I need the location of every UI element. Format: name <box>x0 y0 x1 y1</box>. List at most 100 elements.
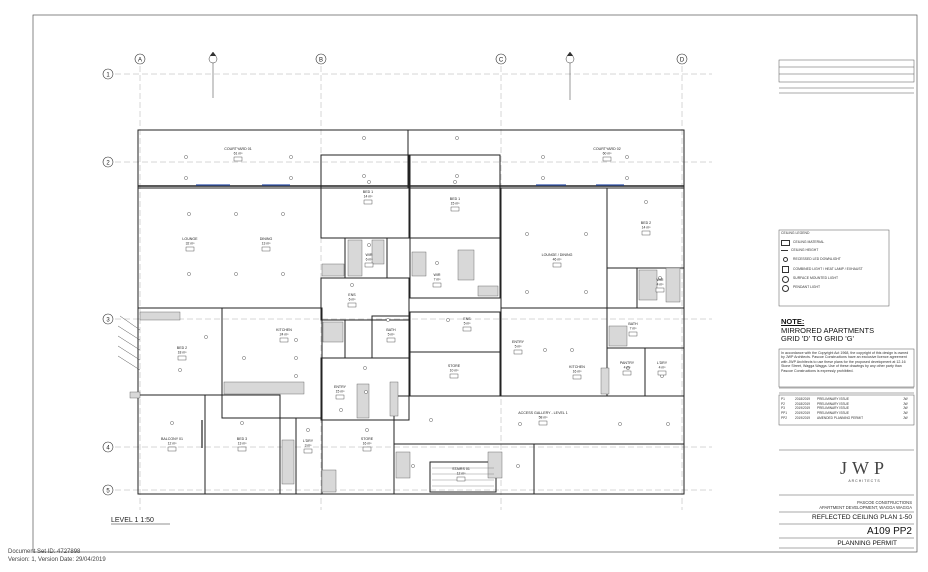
downlight-icon <box>339 408 343 412</box>
ceiling-tag <box>432 282 442 288</box>
downlight-icon <box>618 422 622 426</box>
room-name: WIR <box>366 253 373 257</box>
revision-desc: PRELIMINARY ISSUE <box>817 410 849 415</box>
grid-row-label: 4 <box>106 446 110 452</box>
revision-desc: PRELIMINARY ISSUE <box>817 401 849 406</box>
version-info: Version: 1, Version Date: 29/04/2019 <box>8 557 106 563</box>
room-area: 5 m² <box>464 322 472 326</box>
grid-column-label: B <box>319 58 323 64</box>
room-area: 15 m² <box>336 390 346 394</box>
revision-rev: P2 <box>781 401 785 406</box>
downlight-icon <box>666 422 670 426</box>
ceiling-tag <box>641 230 651 236</box>
grid-column-bubble <box>676 53 688 65</box>
ceiling-tag <box>538 420 548 426</box>
downlight-icon <box>294 338 298 342</box>
downlight-icon <box>178 368 182 372</box>
room-area: 4 m² <box>657 283 665 287</box>
downlight-icon <box>570 348 574 352</box>
downlight-icon <box>455 174 459 178</box>
room-name: COURTYARD 01 <box>224 147 251 151</box>
drawing-title: REFLECTED CEILING PLAN 1-50 <box>811 514 912 521</box>
grid-row-label: 3 <box>106 318 110 324</box>
downlight-icon <box>525 290 529 294</box>
revision-date: 2018/2019 <box>795 397 811 401</box>
light-fixtures <box>170 136 670 468</box>
downlight-icon <box>625 155 629 159</box>
pendant-light-icon <box>782 284 789 292</box>
downlight-icon <box>364 390 368 394</box>
room-name: LOUNGE <box>182 237 198 241</box>
room-area: 5 m² <box>388 333 396 337</box>
ceiling-tag <box>450 206 460 212</box>
downlight-icon <box>435 261 439 265</box>
room-name: BED 1 <box>363 190 373 194</box>
room-area: 32 m² <box>186 242 196 246</box>
ceiling-height-icon <box>781 250 788 252</box>
section-marker-icon <box>208 54 218 64</box>
downlight-icon <box>541 155 545 159</box>
room-area: 6 m² <box>366 258 374 262</box>
downlight-icon <box>240 421 244 425</box>
hatched-areas <box>129 239 681 493</box>
ceiling-tag <box>572 374 582 380</box>
room-area: 4 m² <box>624 366 632 370</box>
room-name: L'DRY <box>303 439 314 443</box>
project-name: APARTMENT DEVELOPMENT, WAGGA WAGGA <box>819 505 912 510</box>
ceiling-tag <box>655 287 665 293</box>
downlight-icon <box>289 155 293 159</box>
ceiling-tag <box>602 156 612 162</box>
ceiling-tag <box>628 331 638 337</box>
revision-desc: PRELIMINARY ISSUE <box>817 406 849 411</box>
room-name: COURTYARD 02 <box>593 147 620 151</box>
downlight-icon <box>204 335 208 339</box>
downlight-icon <box>306 428 310 432</box>
room-area: 18 m² <box>178 351 188 355</box>
revision-rev: PP1 <box>781 410 788 415</box>
room-area: 61 m² <box>234 152 244 156</box>
grid-column-label: D <box>680 58 685 64</box>
downlight-icon <box>294 374 298 378</box>
downlight-icon <box>234 212 238 216</box>
grid-column-label: A <box>138 58 142 64</box>
room-area: 14 m² <box>364 195 374 199</box>
grid-bubbles: A B C D 1 2 3 4 5 <box>102 53 688 496</box>
room-name: BED 2 <box>177 346 187 350</box>
downlight-icon <box>294 356 298 360</box>
ceiling-tag <box>386 337 396 343</box>
room-area: 7 m² <box>434 278 442 282</box>
room-area: 10 m² <box>450 369 460 373</box>
downlight-icon <box>625 176 629 180</box>
downlight-icon <box>184 176 188 180</box>
firm-logo: JWP ARCHITECTS <box>840 458 889 483</box>
ceiling-tag <box>261 246 271 252</box>
revision-by: JW <box>903 415 908 420</box>
downlight-icon <box>367 243 371 247</box>
room-area: 13 m² <box>262 242 272 246</box>
downlight-icon <box>518 422 522 426</box>
firm-logo-text: JWP <box>840 458 890 478</box>
room-area: 24 m² <box>280 333 290 337</box>
ceiling-tag <box>462 326 472 332</box>
ceiling-tag <box>513 349 523 355</box>
downlight-icon <box>584 290 588 294</box>
grid-lines <box>115 66 712 510</box>
grid-row-label: 2 <box>106 161 110 167</box>
ceiling-tag <box>303 448 313 454</box>
document-set-id: Document Set ID: 4727898 <box>8 549 81 555</box>
room-area: 12 m² <box>168 442 178 446</box>
room-name: BATH <box>386 328 396 332</box>
room-name: ACCESS GALLERY - LEVEL 1 <box>518 411 567 415</box>
downlight-icon <box>429 418 433 422</box>
grid-row-label: 5 <box>106 489 110 495</box>
grid-row-label: 1 <box>106 73 110 79</box>
revision-desc: PRELIMINARY ISSUE <box>817 397 849 401</box>
room-name: ENTRY <box>334 385 347 389</box>
grid-column-bubble <box>134 53 146 65</box>
revision-rev: P1 <box>781 397 785 401</box>
revision-date: 2019/2019 <box>795 415 811 420</box>
level-label: LEVEL 1 1:50 <box>111 517 154 524</box>
revision-date: 2018/2019 <box>795 401 811 406</box>
